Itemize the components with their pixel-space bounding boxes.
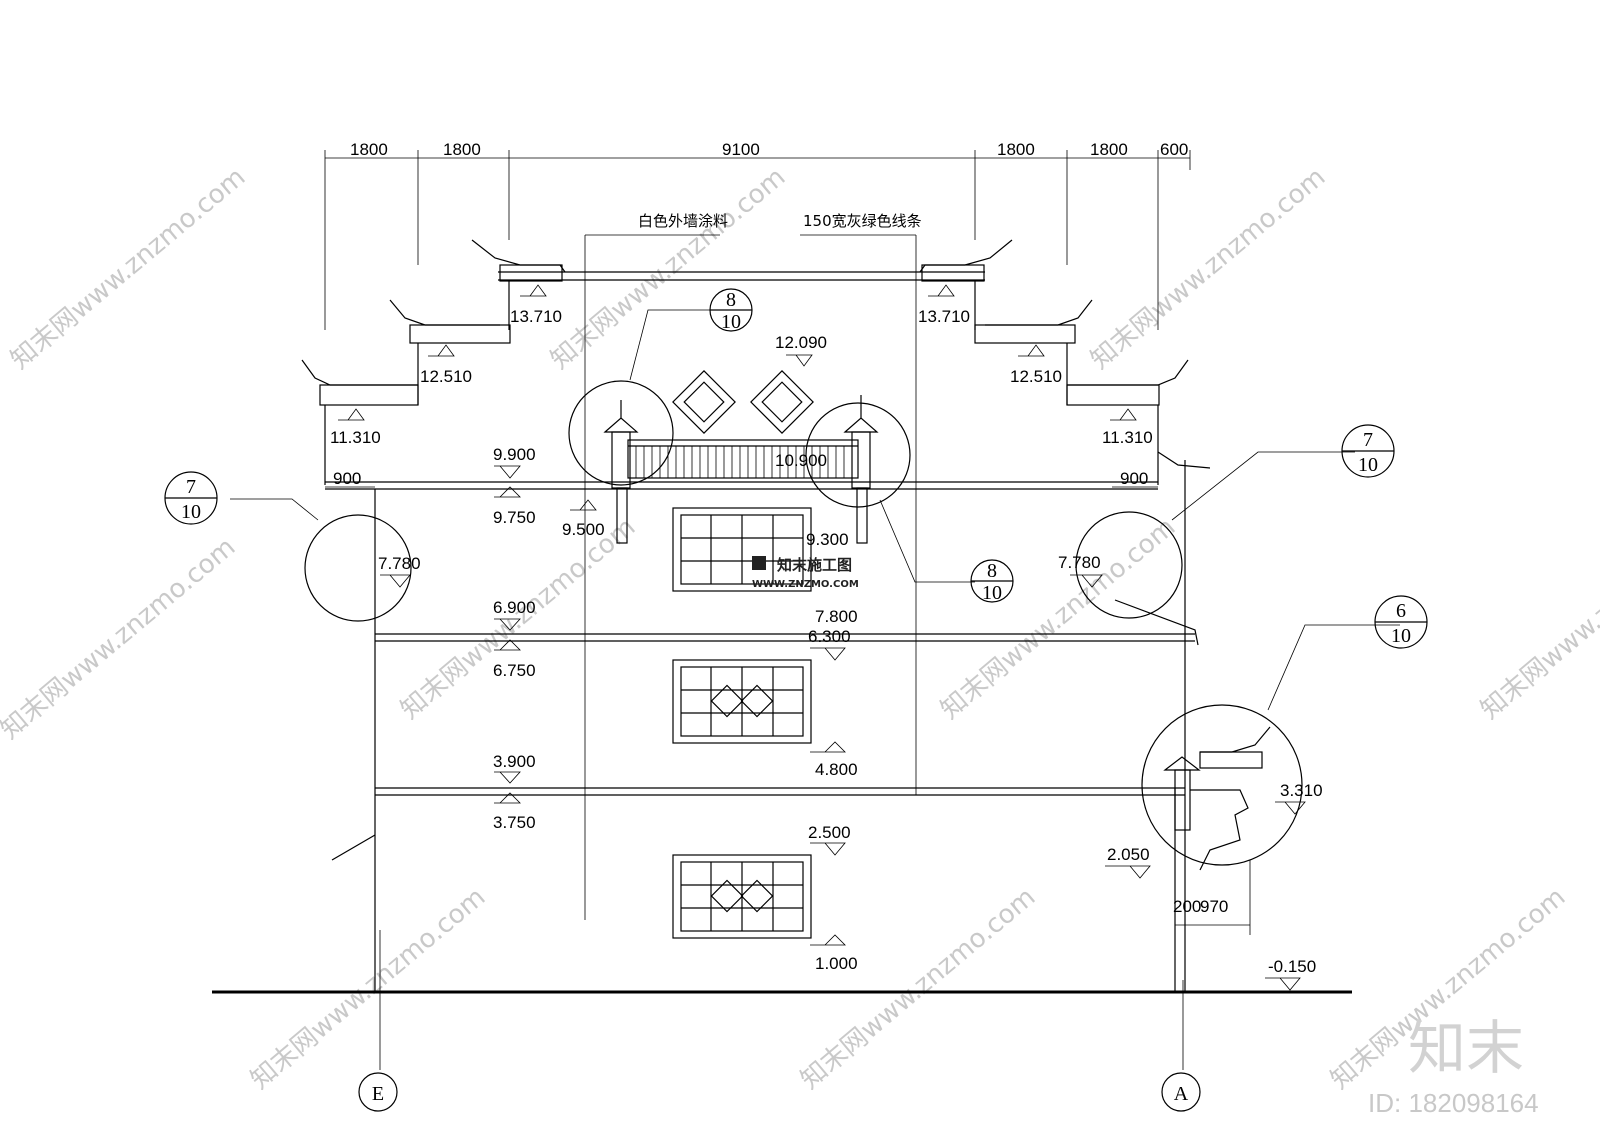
dimension-label: 1800 (350, 140, 388, 159)
svg-text:E: E (372, 1083, 384, 1105)
svg-text:10: 10 (1391, 625, 1411, 647)
dimension-label: 970 (1200, 897, 1228, 916)
detail-callout: 8 10 (709, 288, 753, 333)
svg-text:10: 10 (1358, 454, 1378, 476)
elevation-label: 10.900 (775, 451, 827, 470)
watermark-layer: 知末网www.znzmo.com 知末网www.znzmo.com 知末网www… (0, 162, 1600, 1095)
detail-callout: 7 10 (1341, 424, 1395, 478)
znzmo-logo: 知末施工图 WWW.ZNZMO.COM (752, 556, 859, 590)
elevation-label: 12.510 (420, 367, 472, 386)
elevation-triangles (338, 284, 1306, 991)
elevation-label: 7.780 (1058, 553, 1101, 572)
svg-text:10: 10 (181, 501, 201, 523)
elevation-label: 13.710 (510, 307, 562, 326)
detail-circle (1141, 704, 1303, 866)
watermark-text: 知末网www.znzmo.com (1475, 512, 1600, 725)
watermark-text: 知末网www.znzmo.com (0, 532, 241, 745)
diamond-ornament (750, 370, 814, 434)
svg-text:10: 10 (982, 582, 1002, 604)
building-outline (301, 239, 1211, 992)
elevation-label: 13.710 (918, 307, 970, 326)
brand-watermark: 知末 (1408, 1014, 1524, 1082)
axis-marker-a: A (1161, 1072, 1201, 1112)
elevation-label: 6.300 (808, 627, 851, 646)
elevation-label: 9.900 (493, 445, 536, 464)
elevation-label: 11.310 (330, 428, 381, 447)
watermark-text: 知末网www.znzmo.com (795, 882, 1041, 1095)
elevation-label: 3.900 (493, 752, 536, 771)
logo-url: WWW.ZNZMO.COM (752, 579, 859, 590)
entrance-canopy (1163, 726, 1271, 871)
detail-callout: 6 10 (1374, 595, 1428, 649)
elevation-label: 2.500 (808, 823, 851, 842)
dimension-label: 900 (333, 469, 361, 488)
note-wall-paint: 白色外墙涂料 (638, 212, 728, 230)
dimension-label: 600 (1160, 140, 1188, 159)
elevation-label: 6.750 (493, 661, 536, 680)
watermark-text: 知末网www.znzmo.com (5, 162, 251, 375)
elevation-label: 7.800 (815, 607, 858, 626)
elevation-label: 6.900 (493, 598, 536, 617)
elevation-label: 2.050 (1107, 845, 1150, 864)
dimension-label: 1800 (443, 140, 481, 159)
dimension-label: 1800 (1090, 140, 1128, 159)
axis-marker-e: E (358, 1072, 398, 1112)
detail-callout: 8 10 (970, 559, 1014, 604)
svg-text:10: 10 (721, 311, 741, 333)
svg-text:7: 7 (1363, 429, 1373, 451)
watermark-text: 知末网www.znzmo.com (935, 512, 1181, 725)
elevation-label: -0.150 (1268, 957, 1316, 976)
elevation-label: 11.310 (1102, 428, 1153, 447)
logo-name: 知末施工图 (777, 556, 852, 574)
dimension-label: 900 (1120, 469, 1148, 488)
window-second-floor (672, 659, 812, 744)
window-first-floor (672, 854, 812, 939)
window-third-floor (672, 507, 812, 592)
detail-callout: 7 10 (164, 471, 218, 525)
detail-circle (1075, 511, 1183, 619)
elevation-label: 9.500 (562, 520, 605, 539)
watermark-text: 知末网www.znzmo.com (245, 882, 491, 1095)
svg-text:6: 6 (1396, 600, 1406, 622)
detail-circle (805, 402, 911, 508)
note-green-line: 150宽灰绿色线条 (803, 212, 922, 230)
dimension-label: 1800 (997, 140, 1035, 159)
watermark-text: 知末网www.znzmo.com (545, 162, 791, 375)
top-dimension-chain (324, 150, 1191, 330)
detail-circle (568, 380, 674, 486)
elevation-markers: 13.710 13.710 12.510 12.510 11.310 11.31… (330, 307, 1323, 976)
dimension-label: 200 (1173, 897, 1201, 916)
elevation-label: 9.300 (806, 530, 849, 549)
elevation-label: 4.800 (815, 760, 858, 779)
dimension-label: 9100 (722, 140, 760, 159)
watermark-text: 知末网www.znzmo.com (1085, 162, 1331, 375)
elevation-label: 12.510 (1010, 367, 1062, 386)
diamond-ornament (672, 370, 736, 434)
elevation-label: 7.780 (378, 554, 421, 573)
elevation-label: 9.750 (493, 508, 536, 527)
svg-text:A: A (1174, 1083, 1189, 1105)
svg-text:8: 8 (726, 289, 736, 311)
detail-circle (304, 514, 412, 622)
balcony-railing (603, 395, 879, 544)
svg-text:7: 7 (186, 476, 196, 498)
elevation-label: 12.090 (775, 333, 827, 352)
elevation-label: 1.000 (815, 954, 858, 973)
svg-text:8: 8 (987, 560, 997, 582)
elevation-label: 3.750 (493, 813, 536, 832)
image-id: ID: 182098164 (1368, 1088, 1539, 1118)
